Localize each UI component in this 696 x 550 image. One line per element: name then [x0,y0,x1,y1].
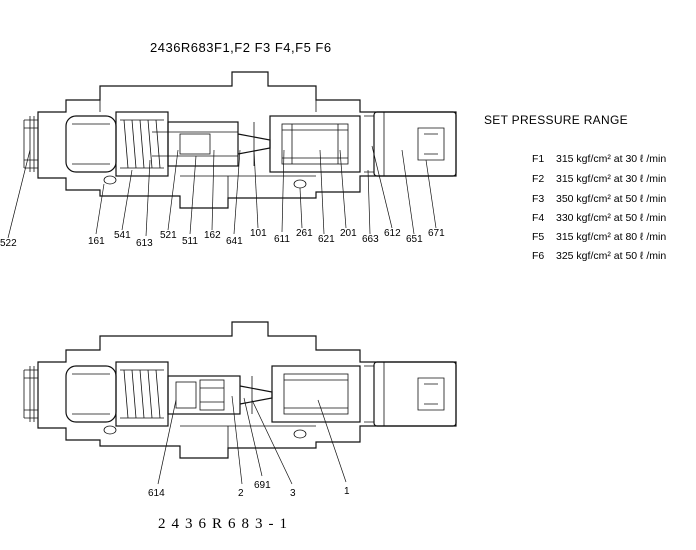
range-code: F6 [532,250,544,262]
part-label: 651 [406,234,423,245]
bottom-part-labels: 614 2 691 3 1 [148,480,350,499]
bottom-valve-assembly [23,321,457,459]
top-part-labels: 522 161 541 613 521 511 162 641 101 611 … [0,228,445,249]
part-label: 691 [254,480,271,491]
part-label: 611 [274,234,290,245]
part-label: 521 [160,230,177,241]
top-diagram-title: 2436R683F1,F2 F3 F4,F5 F6 [150,40,332,55]
part-label: 1 [344,486,350,497]
range-value: 350 kgf/cm² at 50 ℓ /min [556,193,666,205]
pressure-range-heading: SET PRESSURE RANGE [484,113,628,127]
range-code: F2 [532,173,544,185]
part-label: 541 [114,230,131,241]
part-label: 612 [384,228,401,239]
part-label: 261 [296,228,313,239]
top-leader-lines [7,145,437,239]
pressure-range-table: SET PRESSURE RANGE F1 315 kgf/cm² at 30 … [484,113,666,262]
top-valve-assembly [23,71,457,209]
part-label: 621 [318,234,335,245]
part-label: 671 [428,228,445,239]
range-value: 325 kgf/cm² at 50 ℓ /min [556,250,666,262]
bottom-leader-lines [157,395,347,485]
range-value: 315 kgf/cm² at 30 ℓ /min [556,173,666,185]
part-label: 101 [250,228,267,239]
part-label: 161 [88,236,105,247]
part-label: 201 [340,228,357,239]
range-code: F1 [532,153,544,165]
part-label: 614 [148,488,165,499]
range-code: F3 [532,193,544,205]
bottom-diagram-title: 2436R683-1 [158,516,293,532]
range-code: F4 [532,212,544,224]
range-value: 315 kgf/cm² at 80 ℓ /min [556,231,666,243]
part-label: 511 [182,236,198,247]
part-label: 613 [136,238,153,249]
range-code: F5 [532,231,544,243]
part-label: 522 [0,238,17,249]
part-label: 641 [226,236,243,247]
part-label: 162 [204,230,221,241]
range-value: 330 kgf/cm² at 50 ℓ /min [556,212,666,224]
part-label: 3 [290,488,296,499]
part-label: 2 [238,488,244,499]
range-value: 315 kgf/cm² at 30 ℓ /min [556,153,666,165]
part-label: 663 [362,234,379,245]
